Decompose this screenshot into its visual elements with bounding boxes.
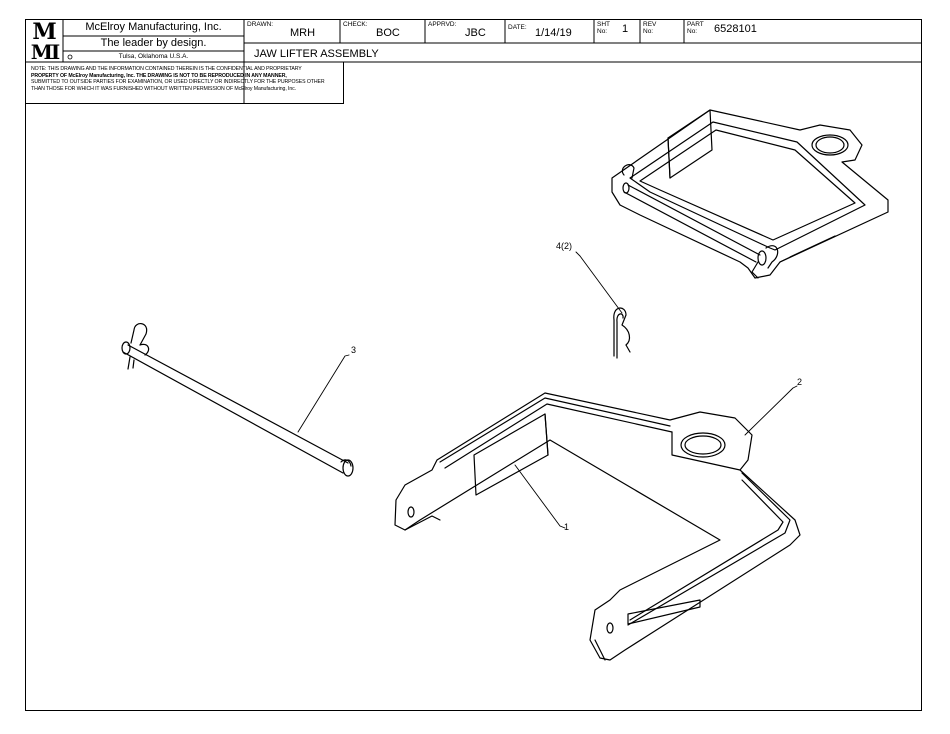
sht-value: 1 — [622, 23, 629, 35]
apprvd-value: JBC — [465, 27, 486, 39]
mmi-logo: M MI — [26, 19, 63, 64]
part-value: 6528101 — [714, 23, 757, 35]
callout-1: 1 — [564, 522, 570, 532]
callout-2: 2 — [797, 377, 803, 387]
drawing-title: JAW LIFTER ASSEMBLY — [254, 48, 379, 60]
callout-4: 4(2) — [556, 241, 573, 251]
date-value: 1/14/19 — [535, 27, 572, 39]
registered-mark-icon — [67, 54, 73, 60]
date-label: DATE: — [508, 24, 527, 31]
rev-label: REV No: — [643, 21, 657, 35]
leader-lines — [297, 251, 798, 529]
note-line-1: NOTE: THIS DRAWING AND THE INFORMATION C… — [31, 66, 302, 72]
drawn-label: DRAWN: — [247, 21, 274, 28]
sht-label: SHT No: — [597, 21, 610, 35]
note-line-3: SUBMITTED TO OUTSIDE PARTIES FOR EXAMINA… — [31, 79, 325, 86]
note-line-4: THAN THOSE FOR WHICH IT WAS FURNISHED WI… — [31, 85, 296, 92]
company-location: Tulsa, Oklahoma U.S.A. — [118, 53, 189, 60]
drawing-sheet-border — [25, 19, 922, 711]
company-slogan: The leader by design. — [100, 37, 207, 49]
part-label: PART No: — [687, 21, 704, 35]
part-4-hairpin-clip — [613, 307, 631, 359]
part-1-2-bracket — [394, 392, 801, 661]
apprvd-label: APPRVD: — [428, 21, 457, 28]
company-name: McElroy Manufacturing, Inc. — [85, 21, 222, 33]
confidentiality-note: NOTE: THIS DRAWING AND THE INFORMATION C… — [25, 62, 344, 104]
assembled-view — [611, 109, 889, 279]
logo-letter-top: M — [32, 20, 56, 45]
check-value: BOC — [376, 27, 400, 39]
callout-3: 3 — [351, 345, 357, 355]
drawn-value: MRH — [290, 27, 316, 39]
part-3-pin — [121, 323, 354, 477]
check-label: CHECK: — [343, 21, 368, 28]
note-line-2: PROPERTY OF McElroy Manufacturing, Inc. … — [31, 72, 287, 79]
